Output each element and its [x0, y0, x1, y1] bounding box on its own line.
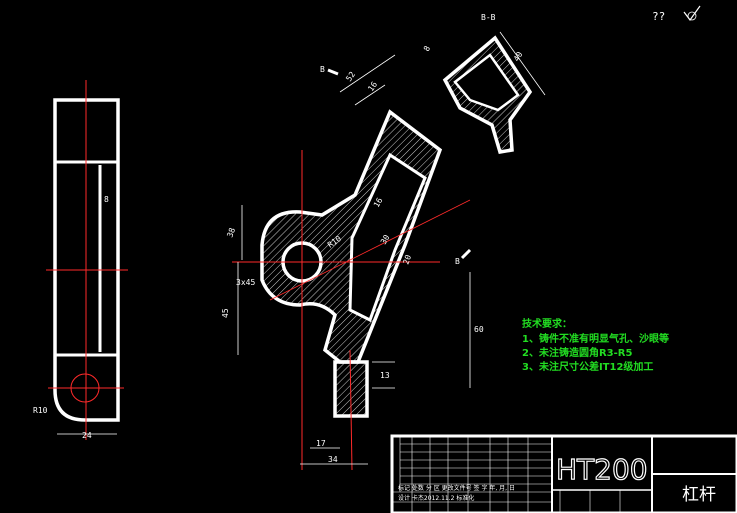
dim-60: 60: [474, 325, 484, 334]
dim-chamfer: 3x45: [236, 278, 255, 287]
dim-13: 13: [380, 371, 390, 380]
section-inner: [453, 53, 520, 112]
tech-req-item: 1、铸件不准有明显气孔、沙眼等: [522, 332, 669, 345]
side-dim-24: 24: [82, 431, 92, 440]
side-dim-radius: R10: [33, 406, 48, 415]
title-block: 标记 处数 分 区 更改文件号 签 字 年, 月, 日 设计 卡杰2012.11…: [390, 434, 737, 513]
tech-req-title: 技术要求：: [522, 317, 572, 330]
dim-30: 30: [379, 233, 392, 246]
roughness-text: ??: [652, 10, 665, 23]
technical-requirements: 技术要求： 1、铸件不准有明显气孔、沙眼等 2、未注铸造圆角R3-R5 3、未注…: [522, 317, 669, 373]
title-block-row2: 设计 卡杰2012.11.2 标准化: [398, 494, 474, 502]
dim-34: 34: [328, 455, 338, 464]
dim-16-top: 16: [366, 80, 379, 93]
dim-16: 16: [372, 196, 385, 209]
side-view-outline: [53, 98, 120, 422]
dim-45: 45: [221, 308, 230, 318]
roughness-mark: ??: [652, 5, 701, 23]
title-block-grid: [392, 436, 621, 513]
section-arrow: [460, 248, 472, 260]
dim-38: 38: [225, 226, 237, 238]
dim-17: 17: [316, 439, 326, 448]
dim-20: 20: [401, 253, 413, 265]
tech-req-item: 2、未注铸造圆角R3-R5: [522, 346, 632, 359]
dim-line-16: [354, 84, 386, 106]
main-centerline: [349, 349, 353, 471]
section-mark-top: B: [320, 65, 325, 74]
side-dim-8: 8: [104, 195, 109, 204]
dim-line-52: [339, 54, 396, 93]
section-mark-bottom: B: [455, 257, 460, 266]
section-label: B-B: [481, 13, 496, 22]
section-outline: [442, 35, 533, 154]
section-dim-8: 8: [422, 44, 432, 53]
section-arrow: [327, 68, 339, 76]
main-view: 52 16 38 16 R10 30 20 3x45 45 60 13 17 3…: [221, 54, 484, 471]
material-label: HT200: [556, 453, 648, 486]
tech-req-item: 3、未注尺寸公差IT12级加工: [522, 360, 653, 373]
title-block-frame: [390, 434, 737, 513]
roughness-check-icon: [683, 5, 701, 22]
section-view-bb: B-B 8 40: [422, 13, 546, 154]
title-block-row1: 标记 处数 分 区 更改文件号 签 字 年, 月, 日: [398, 484, 515, 492]
main-centerline: [269, 199, 471, 301]
dim-52: 52: [344, 70, 357, 83]
part-name: 杠杆: [682, 485, 716, 505]
section-dim-line: [499, 31, 546, 96]
lever-inner-window: [348, 152, 427, 323]
lever-body-outline: [260, 109, 443, 364]
roughness-circle-icon: [687, 11, 697, 21]
side-view: 8 R10 24: [33, 80, 128, 440]
